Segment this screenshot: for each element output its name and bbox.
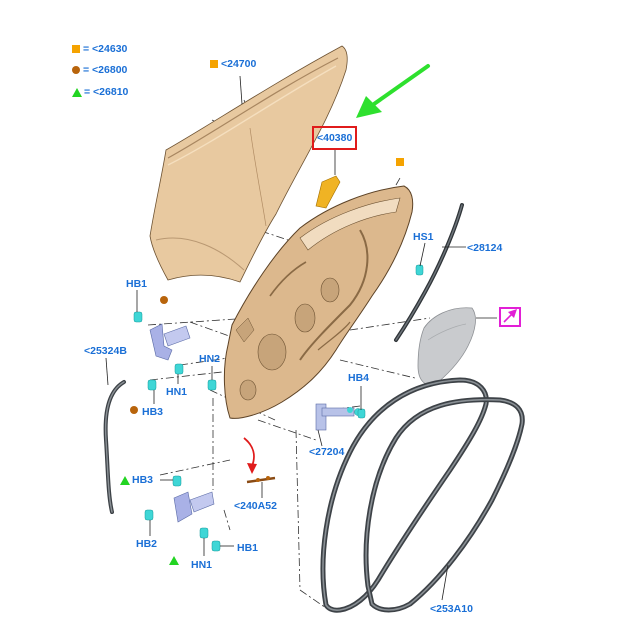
- legend-row-circle: = <26800: [72, 64, 127, 76]
- water-shield: [417, 307, 476, 386]
- label-hs1[interactable]: HS1: [413, 231, 434, 243]
- leader-lines: [136, 75, 426, 556]
- latch-trim-part: [315, 175, 341, 209]
- marker-square: [396, 158, 404, 166]
- label-panel[interactable]: <24700: [210, 58, 256, 70]
- door-inner-frame: [223, 185, 414, 419]
- label-weatherstrip-outer[interactable]: <28124: [467, 242, 503, 254]
- belt-weatherstrip: [394, 203, 464, 342]
- door-seal: [320, 377, 525, 613]
- label-hn2[interactable]: HN2: [199, 353, 221, 365]
- marker-triangle: [120, 476, 130, 485]
- square-icon: [72, 45, 80, 54]
- marker-triangle: [169, 556, 179, 565]
- label-wire[interactable]: <240A52: [234, 500, 277, 512]
- legend-row-triangle: = <26810: [72, 86, 128, 98]
- legend-text: = <26810: [84, 86, 129, 98]
- legend-row-square: = <24630: [72, 43, 127, 55]
- red-arrow-icon: [243, 437, 257, 474]
- label-hb1-bottom[interactable]: HB1: [237, 542, 259, 554]
- upper-hinge: [149, 323, 191, 361]
- lower-hinge: [173, 491, 215, 523]
- label-hb3-top[interactable]: HB3: [142, 406, 164, 418]
- pink-arrow-icon: [503, 309, 517, 323]
- square-icon: [210, 60, 218, 69]
- wire-harness: [246, 476, 276, 484]
- marker-circle: [160, 296, 168, 304]
- label-hn1-bottom[interactable]: HN1: [191, 559, 213, 571]
- label-check[interactable]: <27204: [309, 446, 345, 458]
- label-hn1-top[interactable]: HN1: [166, 386, 188, 398]
- highlight-box-pink: [499, 307, 521, 327]
- triangle-icon: [72, 87, 82, 97]
- label-latch-trim[interactable]: <40380: [312, 126, 358, 150]
- circle-icon: [72, 66, 80, 75]
- pillar-seal: [103, 380, 126, 514]
- label-hb4[interactable]: HB4: [348, 372, 370, 384]
- label-hb2[interactable]: HB2: [136, 538, 158, 550]
- label-hb1-top[interactable]: HB1: [126, 278, 148, 290]
- fasteners: [133, 264, 424, 552]
- outer-door-panel: [149, 45, 348, 283]
- green-arrow-icon: [356, 64, 430, 118]
- label-door-seal[interactable]: <253A10: [430, 603, 473, 615]
- label-seal-pillar[interactable]: <25324B: [84, 345, 127, 357]
- label-hb3-bottom[interactable]: HB3: [132, 474, 154, 486]
- legend-text: = <26800: [83, 64, 128, 76]
- door-check: [315, 403, 362, 431]
- legend-text: = <24630: [83, 43, 128, 55]
- marker-circle: [130, 406, 138, 414]
